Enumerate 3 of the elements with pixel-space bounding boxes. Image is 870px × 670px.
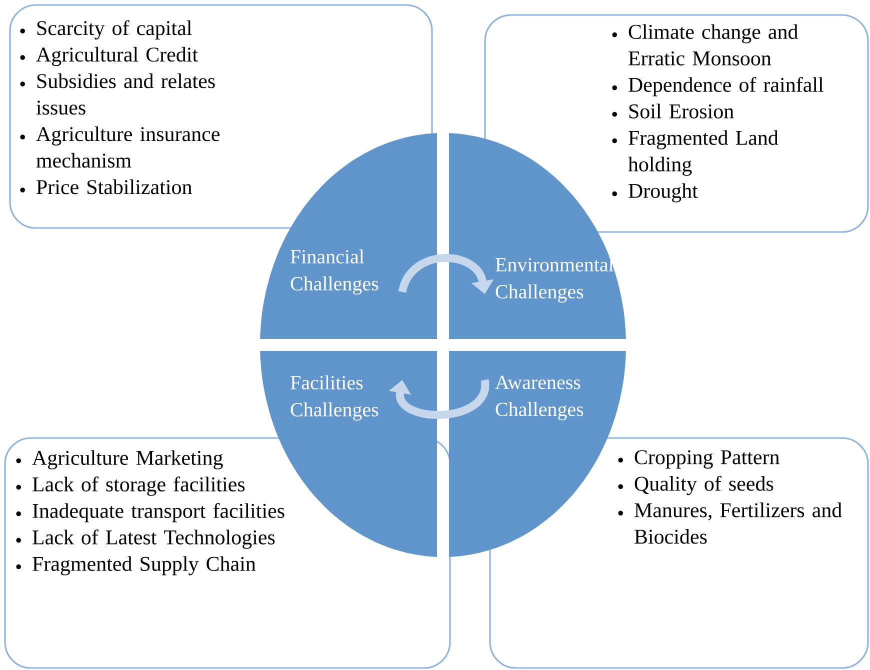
quadrant-segment: Environmental Challenges — [449, 133, 626, 339]
quadrant-segment: Awareness Challenges — [449, 351, 626, 557]
quadrant-segment: Financial Challenges — [260, 133, 437, 339]
